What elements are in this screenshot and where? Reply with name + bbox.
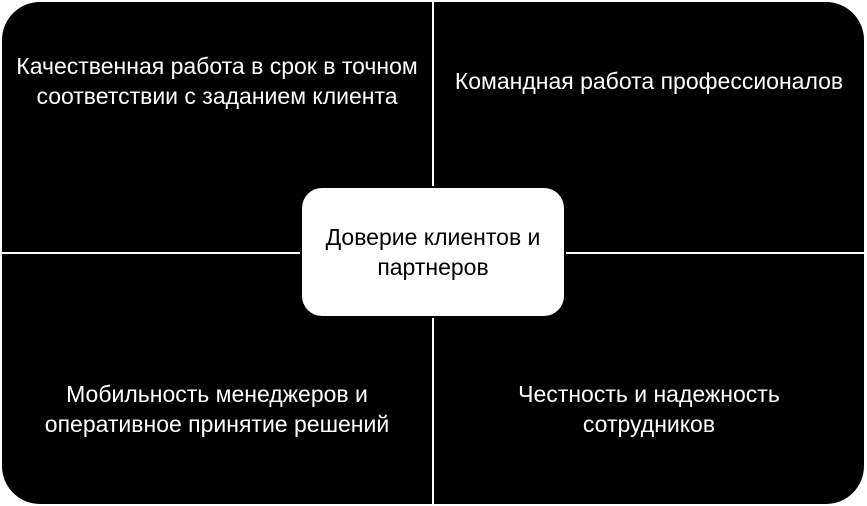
quadrant-top-left: Качественная работа в срок в точном соот… [2, 2, 432, 252]
quadrant-top-left-label: Качественная работа в срок в точном соот… [16, 53, 418, 109]
quadrant-bottom-left: Мобильность менеджеров и оперативное при… [2, 254, 432, 504]
quadrant-bottom-right-label: Честность и надежность сотрудников [518, 381, 780, 437]
quadrant-bottom-left-label: Мобильность менеджеров и оперативное при… [44, 381, 390, 437]
center-node: Доверие клиентов и партнеров [302, 188, 564, 316]
quadrant-top-right-label: Командная работа профессионалов [454, 68, 844, 94]
center-node-label: Доверие клиентов и партнеров [325, 224, 541, 280]
